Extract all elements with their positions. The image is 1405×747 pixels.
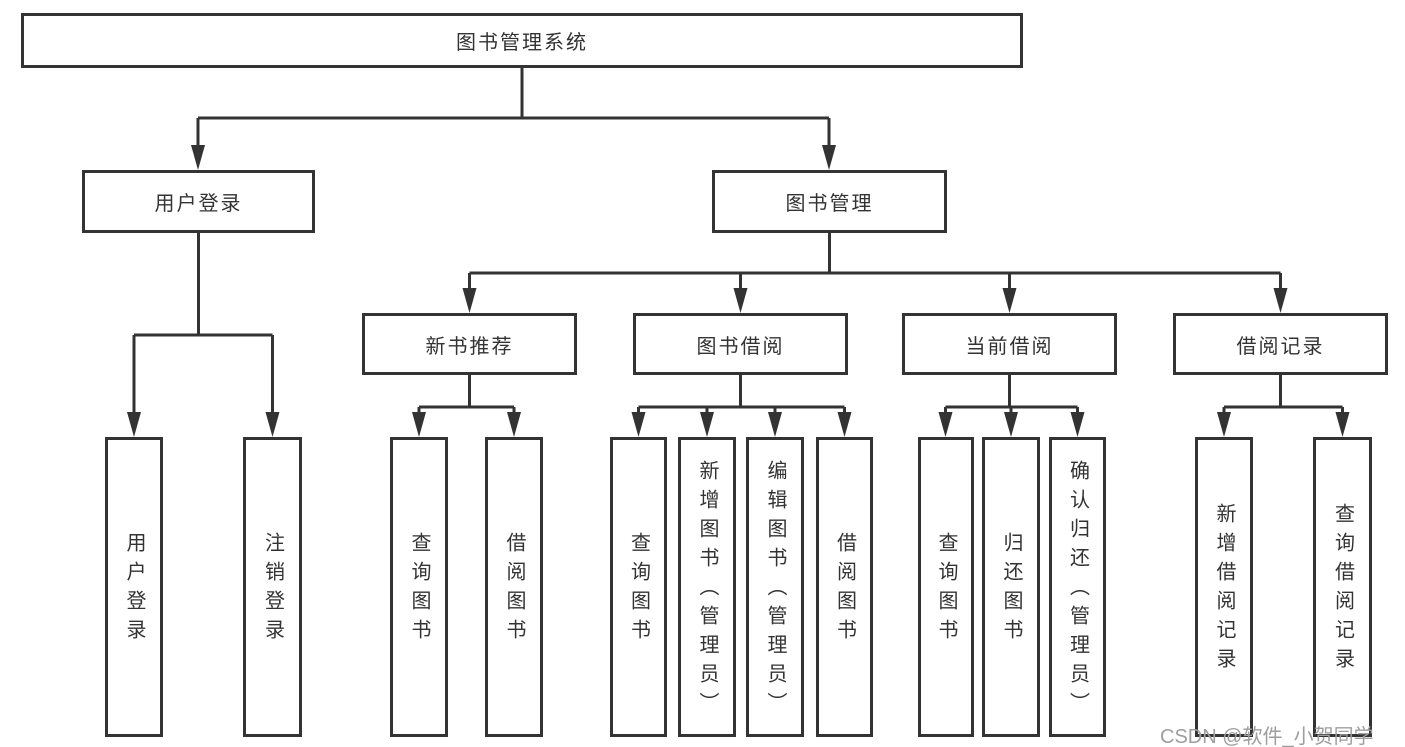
node-new-book-recommend: 新书推荐 — [362, 313, 577, 375]
csdn-watermark: CSDN @软件_小贺同学 — [1160, 726, 1374, 747]
leaf-add-books-admin: 新增图书（管理员） — [678, 437, 736, 737]
leaf-add-borrow-record: 新增借阅记录 — [1195, 437, 1253, 737]
node-library-management-system: 图书管理系统 — [21, 13, 1023, 68]
node-user-login: 用户登录 — [82, 170, 315, 233]
leaf-query-books-current: 查询图书 — [918, 437, 974, 737]
leaf-confirm-return-admin: 确认归还（管理员） — [1049, 437, 1106, 737]
leaf-query-books-recommend: 查询图书 — [390, 437, 448, 737]
leaf-query-borrow-record: 查询借阅记录 — [1313, 437, 1372, 737]
node-book-management: 图书管理 — [712, 170, 947, 233]
node-book-borrowing: 图书借阅 — [633, 313, 848, 375]
node-current-borrowing: 当前借阅 — [902, 313, 1117, 375]
leaf-borrow-books: 借阅图书 — [816, 437, 873, 737]
leaf-return-books: 归还图书 — [982, 437, 1040, 737]
leaf-logout: 注销登录 — [243, 437, 302, 737]
leaf-borrow-books-recommend: 借阅图书 — [485, 437, 543, 737]
leaf-edit-books-admin: 编辑图书（管理员） — [746, 437, 804, 737]
leaf-query-books-borrowing: 查询图书 — [610, 437, 667, 737]
node-borrow-records: 借阅记录 — [1173, 313, 1388, 375]
leaf-user-login: 用户登录 — [105, 437, 163, 737]
